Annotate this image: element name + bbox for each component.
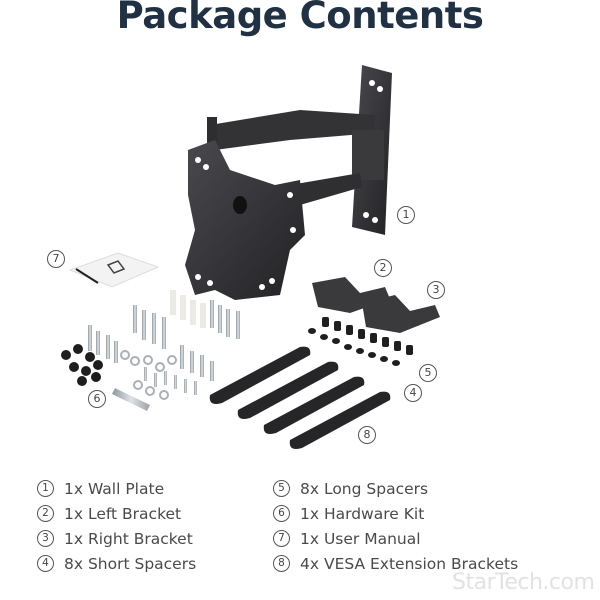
callout-wall-plate: 1 [397, 206, 415, 224]
legend-number: 8 [273, 555, 290, 572]
wrench [112, 388, 150, 411]
hinge-block [352, 130, 384, 180]
legend-number: 4 [37, 555, 54, 572]
legend-item: 3 1x Right Bracket [37, 526, 196, 551]
legend-right-column: 5 8x Long Spacers 6 1x Hardware Kit 7 1x… [273, 476, 518, 576]
legend-number: 6 [273, 505, 290, 522]
legend-label: 1x Left Bracket [64, 504, 182, 523]
legend-label: 1x Hardware Kit [300, 504, 425, 523]
legend-label: 4x VESA Extension Brackets [300, 554, 519, 573]
right-bracket [362, 295, 440, 333]
brand-watermark: StarTech.com [452, 570, 595, 595]
legend-item: 7 1x User Manual [273, 526, 518, 551]
callout-left-bracket: 2 [374, 259, 392, 277]
upper-arm [210, 110, 375, 150]
legend-item: 2 1x Left Bracket [37, 501, 196, 526]
legend-label: 8x Short Spacers [64, 554, 197, 573]
callout-long-spacers: 5 [419, 364, 437, 382]
legend-item: 6 1x Hardware Kit [273, 501, 518, 526]
legend-label: 1x User Manual [300, 529, 421, 548]
legend-left-column: 1 1x Wall Plate 2 1x Left Bracket 3 1x R… [37, 476, 196, 576]
callout-user-manual: 7 [47, 250, 65, 268]
product-illustration [61, 65, 440, 449]
callout-hardware-kit: 6 [88, 390, 106, 408]
legend-item: 4 8x Short Spacers [37, 551, 196, 576]
callout-vesa-extension-brackets: 8 [358, 426, 376, 444]
legend-number: 3 [37, 530, 54, 547]
lower-arm [290, 173, 362, 205]
legend-label: 8x Long Spacers [300, 479, 429, 498]
callout-right-bracket: 3 [427, 281, 445, 299]
legend-label: 1x Right Bracket [64, 529, 193, 548]
legend-item: 5 8x Long Spacers [273, 476, 518, 501]
wall-mount-arm [185, 65, 392, 300]
legend-item: 1 1x Wall Plate [37, 476, 196, 501]
legend-number: 1 [37, 480, 54, 497]
legend-number: 7 [273, 530, 290, 547]
hardware-kit [61, 290, 240, 411]
user-manual [68, 252, 160, 288]
spacers [308, 317, 413, 366]
legend-item: 8 4x VESA Extension Brackets [273, 551, 518, 576]
vesa-plate [185, 140, 305, 300]
legend-number: 5 [273, 480, 290, 497]
vesa-extension-brackets [209, 346, 391, 449]
legend-label: 1x Wall Plate [64, 479, 165, 498]
page-title: Package Contents [116, 0, 484, 37]
legend-number: 2 [37, 505, 54, 522]
callout-short-spacers: 4 [404, 384, 422, 402]
